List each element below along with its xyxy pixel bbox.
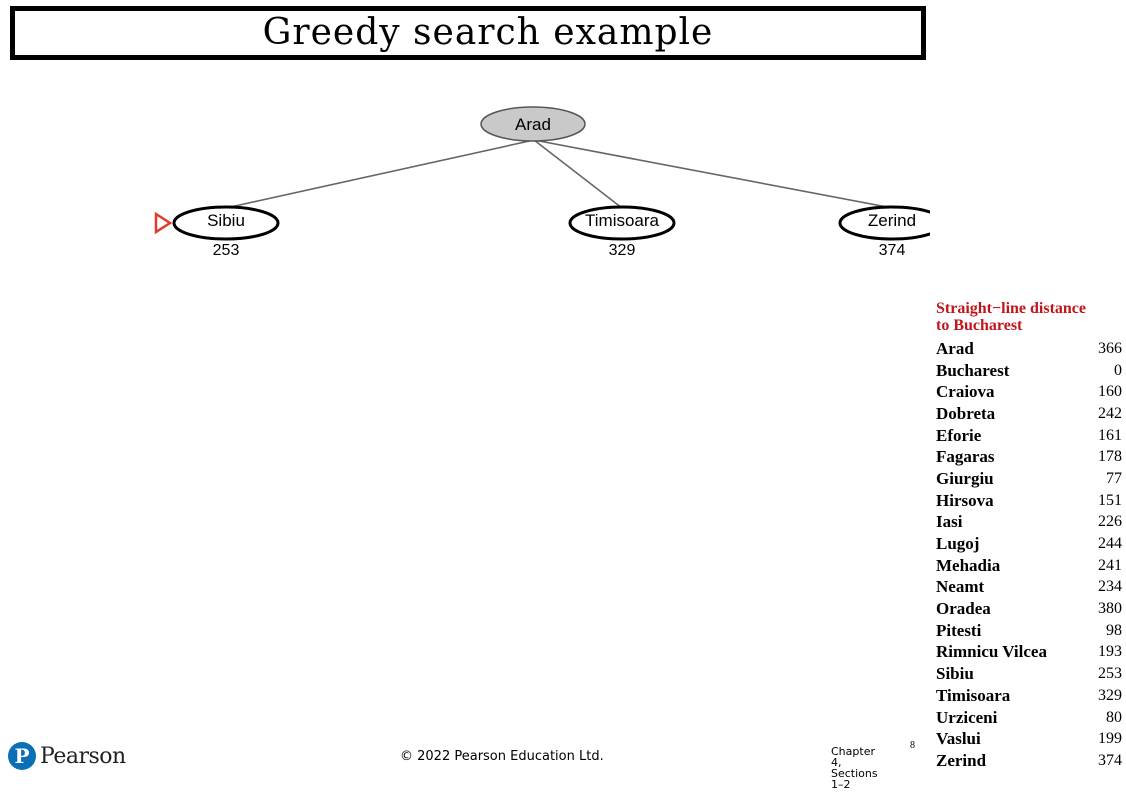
slide-title: Greedy search example [262,12,714,53]
sld-city-name: Fagaras [936,447,995,467]
copyright-text: © 2022 Pearson Education Ltd. [400,749,604,764]
node-heuristic-zerind: 374 [879,242,906,259]
sld-distance-value: 193 [1098,643,1122,661]
sld-city-name: Giurgiu [936,468,994,488]
sld-row: Dobreta 242 [936,403,1122,425]
node-ellipse-zerind [838,205,930,241]
node-label-timisoara: Timisoara [585,211,660,230]
sld-distance-value: 151 [1098,491,1122,509]
chapter-line: 1–2 [831,778,851,791]
sld-title-line2: to Bucharest [936,317,1023,334]
chapter-line: Sections [831,767,878,780]
pearson-logo: P Pearson [8,742,126,770]
sld-row: Sibiu 253 [936,663,1122,685]
tree-node-timisoara[interactable]: Timisoara 329 [568,205,676,259]
pearson-logo-icon: P [8,742,36,770]
sld-row: Fagaras 178 [936,446,1122,468]
sld-table-title: Straight−line distance to Bucharest [936,300,1122,334]
sld-row: Hirsova 151 [936,490,1122,512]
chapter-line: 4, [831,756,842,769]
pearson-logo-text: Pearson [40,743,126,769]
edge-arad-timisoara [533,139,623,209]
sld-distance-value: 244 [1098,535,1122,553]
tree-node-root[interactable]: Arad [480,106,586,142]
sld-city-name: Timisoara [936,685,1011,705]
sld-city-name: Eforie [936,425,982,445]
tree-node-sibiu[interactable]: Sibiu 253 [154,205,280,259]
sld-distance-value: 160 [1098,383,1122,401]
node-ellipse-timisoara [568,205,676,241]
sld-distance-value: 80 [1106,708,1122,726]
sld-distance-value: 0 [1114,361,1122,379]
node-label-zerind: Zerind [868,211,916,230]
selection-marker-icon [154,211,173,235]
edge-arad-zerind [533,139,893,209]
sld-distance-value: 77 [1106,469,1122,487]
sld-row: Giurgiu 77 [936,468,1122,490]
sld-city-name: Iasi [936,512,963,532]
sld-distance-value: 253 [1098,665,1122,683]
sld-distance-value: 366 [1098,339,1122,357]
sld-row: Lugoj 244 [936,533,1122,555]
sld-city-name: Bucharest [936,360,1010,380]
sld-city-name: Zerind [936,750,987,770]
straight-line-distance-table: Straight−line distance to Bucharest Arad… [936,300,1122,772]
sld-city-name: Urziceni [936,707,998,727]
sld-row: Arad 366 [936,338,1122,360]
sld-distance-value: 242 [1098,404,1122,422]
sld-distance-value: 374 [1098,751,1122,769]
chapter-reference: Chapter 4, Sections 1–2 [831,746,879,790]
sld-row: Bucharest 0 [936,360,1122,382]
sld-city-name: Lugoj [936,534,980,554]
sld-row: Iasi 226 [936,512,1122,534]
slide-title-box: Greedy search example [10,6,926,60]
node-ellipse-sibiu [172,205,280,241]
sld-row: Vaslui 199 [936,728,1122,750]
sld-row: Urziceni 80 [936,707,1122,729]
sld-distance-value: 234 [1098,578,1122,596]
sld-row: Rimnicu Vilcea 193 [936,642,1122,664]
sld-city-name: Rimnicu Vilcea [936,642,1047,662]
sld-city-name: Craiova [936,382,995,402]
tree-node-zerind[interactable]: Zerind 374 [838,205,930,259]
sld-city-name: Sibiu [936,664,974,684]
sld-row: Eforie 161 [936,425,1122,447]
sld-distance-value: 199 [1098,730,1122,748]
sld-row: Zerind 374 [936,750,1122,772]
sld-row: Oradea 380 [936,598,1122,620]
chapter-line: Chapter [831,745,875,758]
sld-city-name: Dobreta [936,403,996,423]
sld-city-name: Oradea [936,599,991,619]
sld-row: Timisoara 329 [936,685,1122,707]
node-label-root: Arad [515,115,551,134]
sld-city-name: Hirsova [936,490,994,510]
sld-title-line1: Straight−line distance [936,300,1087,317]
sld-row: Craiova 160 [936,381,1122,403]
node-heuristic-timisoara: 329 [609,242,636,259]
sld-distance-value: 380 [1098,600,1122,618]
sld-city-name: Arad [936,338,974,358]
sld-city-name: Pitesti [936,620,982,640]
search-tree: Arad Sibiu 253 Timisoara 329 Zerind 374 [154,106,930,259]
sld-distance-value: 226 [1098,513,1122,531]
sld-row: Mehadia 241 [936,555,1122,577]
edge-arad-sibiu [225,139,535,209]
sld-row: Pitesti 98 [936,620,1122,642]
sld-distance-value: 329 [1098,686,1122,704]
sld-distance-value: 178 [1098,448,1122,466]
sld-city-name: Neamt [936,577,985,597]
page-number: 8 [910,740,915,751]
node-ellipse-root [480,106,586,142]
sld-distance-value: 98 [1106,621,1122,639]
sld-city-name: Mehadia [936,555,1001,575]
node-label-sibiu: Sibiu [207,211,245,230]
sld-distance-value: 241 [1098,556,1122,574]
sld-row: Neamt 234 [936,577,1122,599]
node-heuristic-sibiu: 253 [213,242,240,259]
sld-city-name: Vaslui [936,729,981,749]
sld-distance-value: 161 [1098,426,1122,444]
